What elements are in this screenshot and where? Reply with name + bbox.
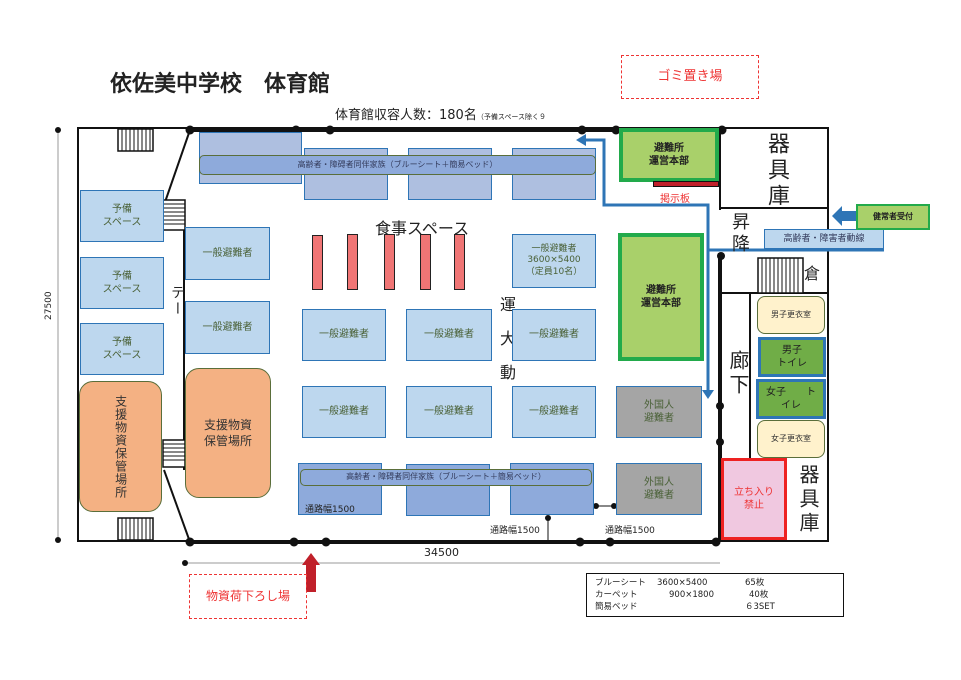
width-dimension: 34500 — [424, 546, 459, 559]
storage-small-label: 倉 — [804, 264, 821, 283]
dining-label: 食事スペース — [375, 219, 470, 238]
general-area: 一般避難者 — [185, 227, 270, 280]
legend-item: カーペット — [595, 590, 638, 600]
hq-box-large: 避難所 運営本部 — [618, 233, 704, 361]
accessible-route-label: 高齢者・障害者動線 — [764, 229, 884, 249]
supply-storage-label: 支援物資保管場所 — [113, 394, 128, 499]
female-changing-room: 女子更衣室 — [757, 420, 825, 458]
height-dimension: 27500 — [44, 291, 54, 320]
legend-size: 900×1800 — [669, 590, 714, 600]
legend-item: 簡易ベッド — [595, 602, 638, 612]
storage-label: 器具庫 — [764, 132, 789, 210]
general-area: 一般避難者 — [512, 309, 596, 361]
foreign-area: 外国人 避難者 — [616, 386, 702, 438]
supply-legend: ブルーシート 3600×5400 65枚 カーペット 900×1800 40枚 簡易ベッ… — [586, 573, 844, 617]
corridor-label: 廊下 — [726, 350, 750, 398]
capacity-text: 体育館収容人数：180名（予備スペース除く９ — [335, 104, 546, 123]
reserve-space: 予備 スペース — [80, 323, 164, 375]
general-area-large: 一般避難者 3600×5400 （定員10名） — [512, 234, 596, 288]
general-area: 一般避難者 — [302, 309, 386, 361]
general-area: 一般避難者 — [512, 386, 596, 438]
reception-arrow-icon — [832, 206, 856, 226]
legend-qty: 65枚 — [745, 578, 765, 588]
page-title: 依佐美中学校 体育館 — [110, 72, 331, 97]
female-toilet: 女子 ト イレ — [756, 379, 826, 419]
legend-row: カーペット 900×1800 40枚 — [595, 589, 835, 601]
aisle-width: 通路幅1500 — [490, 526, 540, 536]
aisle-width: 通路幅1500 — [605, 526, 655, 536]
dining-table — [420, 234, 431, 290]
legend-row: ブルーシート 3600×5400 65枚 — [595, 577, 835, 589]
stairs-label: 昇降 — [729, 212, 750, 256]
supply-storage: 支援物資 保管場所 — [185, 368, 271, 498]
unloading-area: 物資荷下ろし場 — [189, 574, 307, 619]
arena-label: 運大動 — [497, 296, 516, 398]
general-area: 一般避難者 — [302, 386, 386, 438]
reserve-space: 予備 スペース — [80, 190, 164, 242]
dining-table — [312, 235, 323, 290]
notice-board — [653, 181, 719, 187]
elderly-banner: 高齢者・障碍者同伴家族（ブルーシート＋簡易ベッド） — [300, 469, 592, 486]
dining-table — [454, 234, 465, 290]
legend-qty: ６3SET — [745, 602, 775, 612]
reception-desk: 健常者受付 — [856, 204, 930, 230]
legend-row: 簡易ベッド ６3SET — [595, 601, 835, 613]
storage-label-lower: 器具庫 — [796, 464, 820, 536]
elderly-banner: 高齢者・障碍者同伴家族（ブルーシート＋簡易ベッド） — [199, 155, 596, 175]
notice-board-label: 掲示板 — [660, 194, 690, 205]
dining-table — [384, 234, 395, 290]
foreign-area: 外国人 避難者 — [616, 463, 702, 515]
legend-item: ブルーシート — [595, 578, 646, 588]
capacity-value: 体育館収容人数：180名 — [335, 108, 477, 123]
stage-label: テー — [169, 285, 185, 317]
general-area: 一般避難者 — [185, 301, 270, 354]
legend-size: 3600×5400 — [657, 578, 708, 588]
capacity-note: （予備スペース除く９ — [476, 113, 546, 121]
male-toilet: 男子 トイレ — [758, 337, 826, 377]
male-changing-room: 男子更衣室 — [757, 296, 825, 334]
dining-table — [347, 234, 358, 290]
legend-qty: 40枚 — [749, 590, 769, 600]
evacuation-route — [584, 138, 884, 392]
general-area: 一般避難者 — [406, 309, 492, 361]
no-entry-area: 立ち入り 禁止 — [721, 458, 787, 540]
garbage-area: ゴミ置き場 — [621, 55, 759, 99]
general-area: 一般避難者 — [406, 386, 492, 438]
aisle-width: 通路幅1500 — [305, 505, 355, 515]
hq-box: 避難所 運営本部 — [619, 128, 719, 182]
supply-storage-left: 支援物資保管場所 — [79, 381, 162, 512]
reserve-space: 予備 スペース — [80, 257, 164, 309]
